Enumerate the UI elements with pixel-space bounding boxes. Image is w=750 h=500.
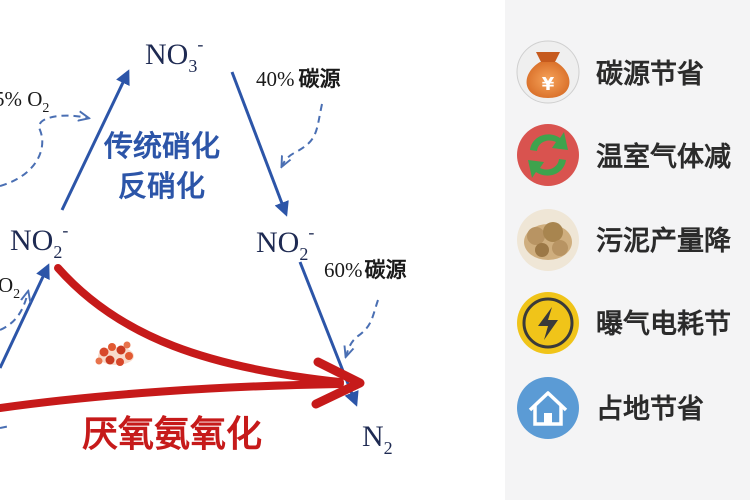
- anammox-arrowhead: [311, 357, 365, 409]
- dashed-arrow-o2-mid: [0, 292, 28, 331]
- dashed-arrow-o2-top: [0, 116, 88, 187]
- anammox-bottom-arrow: [0, 380, 344, 412]
- recycle-arrows-icon: [517, 124, 579, 186]
- legend-item-carbon-saving: ¥ 碳源节省: [516, 40, 704, 104]
- anammox-pathway: [0, 264, 365, 412]
- label-conventional-line1: 传统硝化: [103, 129, 220, 163]
- house-icon: [517, 377, 579, 439]
- svg-text:NO2-: NO2-: [256, 222, 314, 264]
- node-no2-right: NO2-: [256, 222, 314, 264]
- anammox-bacteria-cluster: [95, 341, 134, 366]
- svg-text:¥: ¥: [542, 74, 555, 95]
- svg-text:NO3-: NO3-: [145, 34, 203, 76]
- legend-label: 温室气体减: [596, 141, 731, 173]
- label-conventional-line2: 反硝化: [118, 169, 205, 203]
- dashed-arrow-carbon-40: [282, 103, 323, 166]
- legend-item-land-saving: 占地节省: [517, 377, 704, 439]
- label-carbon-60: 60%碳源: [324, 258, 407, 282]
- label-carbon-40: 40%碳源: [256, 67, 341, 91]
- svg-text:N2: N2: [362, 420, 393, 458]
- legend-item-sludge-reduction: 污泥产量降: [517, 209, 732, 271]
- legend-label: 曝气电耗节: [596, 309, 731, 340]
- legend-label: 占地节省: [596, 394, 704, 425]
- money-bag-icon: ¥: [516, 40, 580, 104]
- legend-label: 碳源节省: [596, 59, 704, 90]
- arrow-no3-to-no2-right: [230, 71, 289, 217]
- legend-label: 污泥产量降: [596, 226, 732, 257]
- conventional-pathway: [0, 69, 359, 407]
- label-o2-mid: O2: [0, 273, 20, 302]
- legend-item-aeration-saving: 曝气电耗节: [517, 292, 731, 354]
- sludge-icon: [517, 209, 579, 271]
- node-n2: N2: [362, 420, 393, 458]
- dashed-inputs: [0, 103, 379, 429]
- legend-item-greenhouse-reduction: 温室气体减: [517, 124, 731, 186]
- dashed-arrow-bottom-left: [0, 425, 11, 429]
- arrow-no2-to-no3: [60, 69, 130, 211]
- arrow-to-no2-left: [0, 263, 50, 369]
- label-anammox: 厌氧氨氧化: [82, 414, 262, 455]
- node-no3-top: NO3-: [145, 34, 203, 76]
- svg-text:NO2-: NO2-: [10, 220, 68, 262]
- lightning-icon: [517, 292, 579, 354]
- node-no2-left: NO2-: [10, 220, 68, 262]
- anammox-curve-arrow: [54, 264, 344, 386]
- dashed-arrow-carbon-60: [346, 299, 379, 356]
- label-o2-top: 5% O2: [0, 87, 49, 116]
- legend: ¥ 碳源节省 温室气体减 污泥产量降: [516, 40, 732, 439]
